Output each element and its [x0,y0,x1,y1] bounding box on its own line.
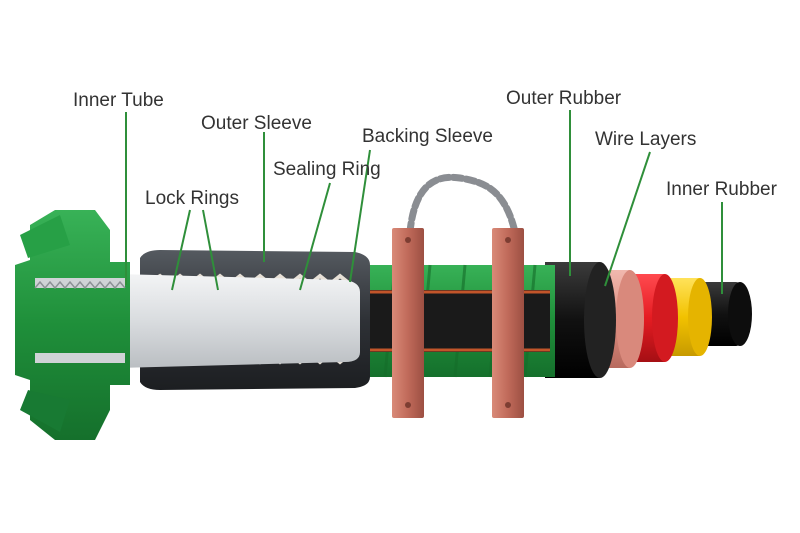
yellow-layer-end [688,278,712,356]
red-layer-end [652,274,678,362]
union-thread-lower [35,353,125,363]
label-lock-rings: Lock Rings [145,188,239,209]
hammer-union [15,210,130,440]
union-lug-top [20,215,70,258]
leader-wire-layers [604,151,651,287]
clamp-left-hole-bottom [405,402,411,408]
clamp-right-hole-bottom [505,402,511,408]
label-backing-sleeve: Backing Sleeve [362,126,493,147]
label-outer-sleeve: Outer Sleeve [201,113,312,134]
inner-rubber-end [728,282,752,346]
safety-chain [406,173,519,236]
labels: Inner Tube Outer Sleeve Backing Sleeve S… [73,88,778,209]
label-inner-tube: Inner Tube [73,90,164,111]
safety-clamp-assembly [392,173,524,418]
label-wire-layers: Wire Layers [595,129,696,150]
leader-backing-sleeve [349,149,371,283]
leader-lock-rings-a [171,209,191,291]
clamp-right-hole-top [505,237,511,243]
leader-sealing-ring [299,182,331,291]
clamp-left [392,228,424,418]
union-lug-bottom [20,390,70,432]
clamp-left-hole-top [405,237,411,243]
leader-lock-rings-b [202,209,219,291]
union-thread-teeth [34,280,126,290]
clamp-right [492,228,524,418]
label-inner-rubber: Inner Rubber [666,179,778,200]
label-sealing-ring: Sealing Ring [273,159,381,180]
outer-rubber-end [584,262,616,378]
leader-lines [125,110,723,294]
label-outer-rubber: Outer Rubber [506,88,622,109]
wire-layers-end [616,270,644,368]
